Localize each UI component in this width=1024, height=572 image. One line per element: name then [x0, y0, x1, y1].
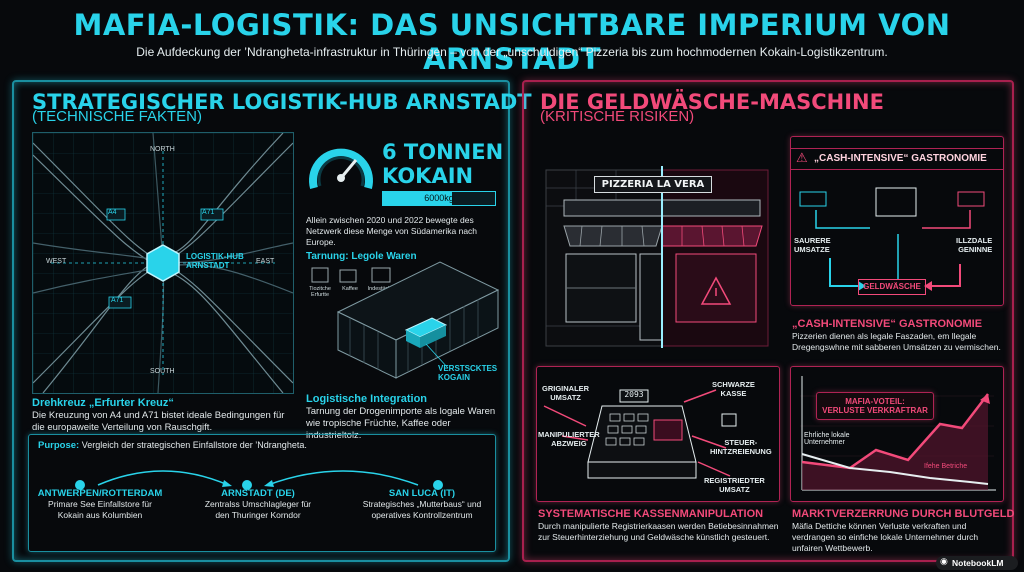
register-label-steuer: STEUER- HINTZREIENUNG — [710, 438, 772, 456]
route-stop-name: SAN LUCA (IT) — [388, 488, 456, 499]
tonnen-title-line2: KOKAIN — [382, 164, 474, 188]
purpose-text: Vergleich der strategischen Einfallstore… — [81, 440, 307, 450]
container-label: VERSTSCKTES KOGAIN — [438, 364, 498, 382]
gauge-icon — [306, 138, 376, 198]
route-stop-sanluca: SAN LUCA (IT) Strategisches „Mutterbaus“… — [354, 488, 490, 521]
tonnen-text: Allein zwischen 2020 und 2022 bewegte de… — [306, 215, 478, 247]
brand-logo-icon: ◉ — [940, 556, 948, 566]
geldwaesche-subheading: (KRITISCHE RISIKEN) — [540, 108, 695, 125]
page-subtitle: Die Aufdeckung der ’Ndrangheta-infrastru… — [136, 45, 888, 59]
geldwaesche-heading: DIE GELDWÄSCHE-MASCHINE — [540, 90, 884, 114]
markt-chart-box — [790, 366, 1004, 502]
tarnung-item-0: Tiozitche Erfurtte — [309, 286, 331, 298]
highway-map-graphic — [32, 132, 294, 394]
compass-north: NORTH — [150, 146, 175, 153]
route-arcs — [75, 470, 443, 490]
markt-chart-graphic — [800, 376, 996, 491]
kassen-text: Durch manipulierte Registrierkaasen werd… — [538, 521, 779, 542]
logistik-subheading: (TECHNISCHE FAKTEN) — [32, 108, 203, 125]
route-stop-desc: Zentralss Umschlagleger für den Thuringe… — [204, 499, 312, 520]
compass-west: WEST — [46, 258, 67, 265]
logistik-heading: STRATEGISCHER LOGISTIK-HUB ARNSTADT — [32, 90, 532, 114]
route-stop-desc: Strategisches „Mutterbaus“ und operative… — [362, 499, 482, 520]
page-title: MAFIA-LOGISTIK: DAS UNSICHTBARE IMPERIUM… — [73, 8, 951, 76]
pizzeria-sign: PIZZERIA LA VERA — [594, 176, 712, 193]
flow-diagram — [799, 187, 985, 291]
road-a71-bottom-label: A71 — [111, 297, 124, 304]
tarnung-goods: Tiozitche Erfurtte Kaffee Indestiiahole — [306, 264, 402, 312]
markt-chart-callout — [816, 392, 934, 420]
gastro-flow-box — [790, 136, 1004, 306]
gastro-flow-header: ⚠ „CASH-INTENSIVE“ GASTRONOMIE — [790, 148, 1004, 170]
chart-label-mafia: Ifehe Betriche — [924, 463, 968, 470]
markt-chart-title: MAFIA-VOTEIL: VERLUSTE VERKRAFTRAR — [822, 397, 928, 415]
tonnen-title-line1: 6 TONNEN — [382, 140, 504, 164]
gastro-text: Pizzerien dienen als legale Faszaden, em… — [792, 331, 1001, 352]
markt-text: Mäfia Dettiche können Verluste verkrafte… — [792, 521, 979, 553]
kreuz-text: Die Kreuzung von A4 und A71 bistet ideal… — [32, 410, 285, 433]
tarnung-item-2: Indestiiahole — [367, 286, 399, 292]
logistik-panel — [12, 80, 510, 562]
purpose-box — [28, 434, 496, 552]
flow-right-label: ILLZDALE GENINNE — [956, 236, 993, 254]
tonnen-progress-fill — [383, 192, 453, 205]
tonnen-progress-bar: 6000kg — [382, 191, 496, 206]
shipping-container-graphic — [330, 252, 502, 382]
route-stop-desc: Primare See Einfallstore für Kokain aus … — [48, 499, 152, 520]
route-stop-name: ARNSTADT (DE) — [221, 488, 295, 499]
pizzeria-graphic — [536, 136, 780, 350]
gastro-flow-title: „CASH-INTENSIVE“ GASTRONOMIE — [814, 153, 987, 164]
warning-icon: ⚠ — [796, 150, 808, 165]
cash-register-graphic — [543, 389, 737, 479]
integration-text: Tarnung der Drogenimporte als logale War… — [306, 406, 496, 441]
tarnung-item-1: Kaffee — [342, 286, 358, 292]
integration-title: Logistische Integration — [306, 393, 428, 405]
highway-map — [32, 132, 294, 394]
geldwaesche-panel — [522, 80, 1014, 562]
road-a4-label: A4 — [108, 209, 117, 216]
tonnen-title: 6 TONNEN KOKAIN — [382, 140, 503, 188]
register-label-registriert: REGISTRIEDTER UMSATZ — [704, 476, 765, 494]
register-box — [536, 366, 780, 502]
kassen-title: SYSTEMATISCHE KASSENMANIPULATION — [538, 508, 764, 520]
route-stop-arnstadt: ARNSTADT (DE) Zentralss Umschlagleger fü… — [190, 488, 326, 521]
flow-left-label: SAURERE UMSATZE — [794, 236, 831, 254]
goods-icons — [311, 267, 391, 283]
tonnen-progress-label: 6000kg — [424, 193, 454, 203]
markt-title: MARKTVERZERRUNG DURCH BLUTGELD — [792, 508, 1015, 520]
road-a71-top-label: A71 — [202, 209, 215, 216]
brand-badge: ◉ NotebookLM — [936, 556, 1018, 570]
register-display: 2093 — [624, 390, 644, 399]
compass-south: SOUTH — [150, 368, 175, 375]
register-label-abzweig: MANIPULIERTER ABZWEIG — [538, 430, 600, 448]
purpose-label: Purpose: — [38, 440, 80, 451]
tarnung-label: Tarnung: Legole Waren — [306, 251, 417, 262]
purpose-line: Purpose: Vergleich der strategischen Ein… — [38, 440, 307, 451]
gastro-title: „CASH-INTENSIVE“ GASTRONOMIE — [792, 318, 983, 330]
brand-name: NotebookLM — [952, 558, 1004, 568]
route-stop-antwerpen: ANTWERPEN/ROTTERDAM Primare See Einfalls… — [30, 488, 170, 521]
register-label-kasse: SCHWARZE KASSE — [712, 380, 755, 398]
hub-label: LOGISTIK-HUB ARNSTADT — [186, 252, 244, 270]
flow-bottom-node: GELDWÄSCHE — [858, 279, 926, 295]
route-stop-name: ANTWERPEN/ROTTERDAM — [37, 488, 163, 499]
register-label-original: GRIGINALER UMSATZ — [542, 384, 590, 402]
compass-east: EAST — [256, 258, 275, 265]
kreuz-title: Drehkreuz „Erfurter Kreuz“ — [32, 397, 174, 409]
chart-label-honest: Ehrliche lokale Unternehmer — [804, 432, 850, 446]
